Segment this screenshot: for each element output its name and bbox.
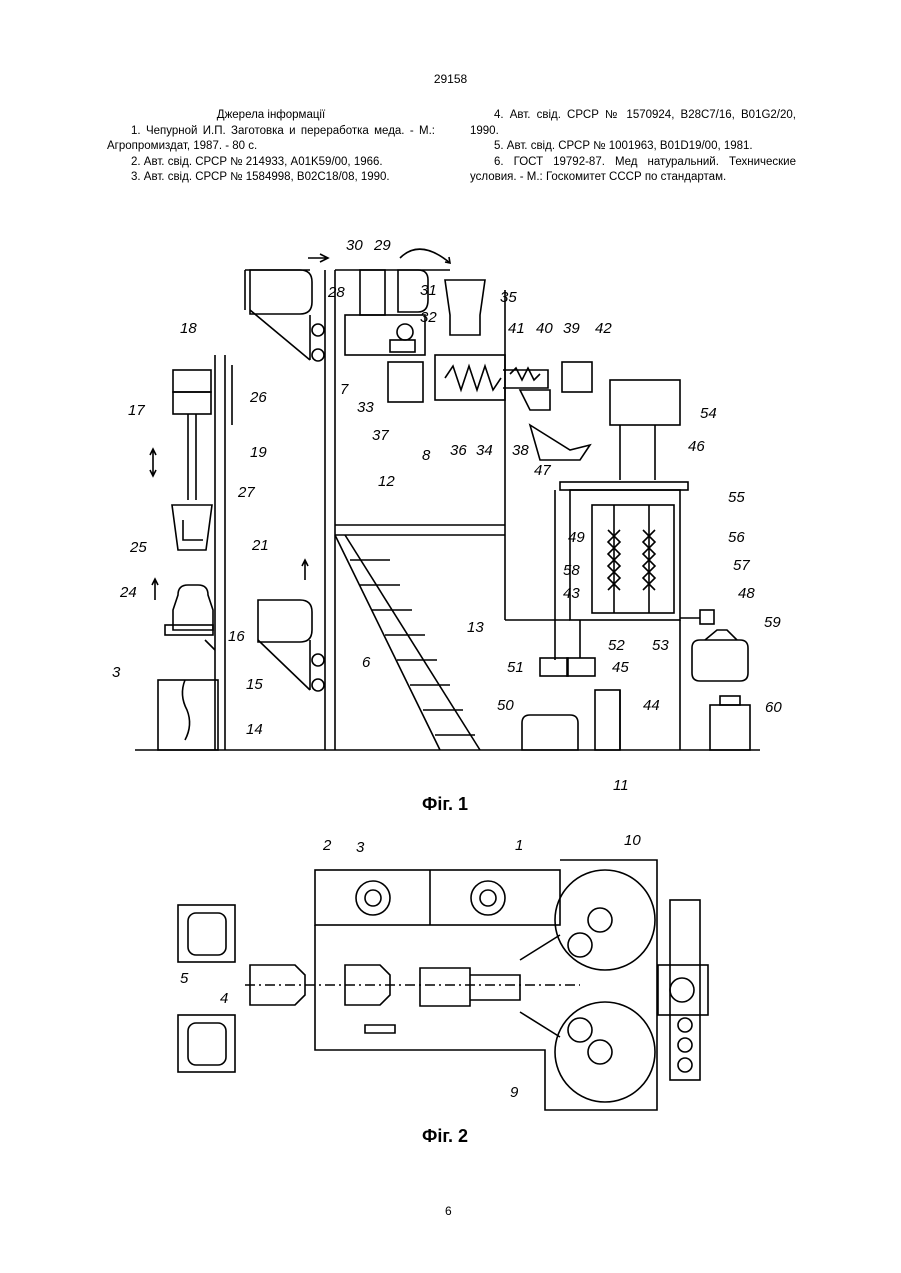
fig1-label: 6 bbox=[362, 654, 371, 671]
fig1-label: 49 bbox=[568, 529, 585, 546]
fig1-label: 60 bbox=[765, 699, 782, 716]
fig1-label: 43 bbox=[563, 585, 580, 602]
fig1-label: 11 bbox=[613, 777, 629, 794]
fig1-label: 54 bbox=[700, 405, 717, 422]
fig1-label: 12 bbox=[378, 473, 395, 490]
fig1-label: 31 bbox=[420, 282, 437, 299]
fig1-label: 26 bbox=[249, 389, 267, 406]
fig1-label: 28 bbox=[327, 284, 345, 301]
fig1-label: 14 bbox=[246, 721, 263, 738]
fig1-label: 15 bbox=[246, 676, 263, 693]
fig1-label: 41 bbox=[508, 320, 525, 337]
figure-1-drawing bbox=[135, 249, 760, 750]
fig1-label: 18 bbox=[180, 320, 197, 337]
fig1-label: 50 bbox=[497, 697, 514, 714]
fig1-label: 38 bbox=[512, 442, 529, 459]
fig1-label: 33 bbox=[357, 399, 374, 416]
fig2-label: 3 bbox=[356, 839, 365, 856]
fig2-label: 4 bbox=[220, 990, 228, 1007]
fig1-label: 3 bbox=[112, 664, 121, 681]
fig2-label: 10 bbox=[624, 832, 641, 849]
fig1-label: 27 bbox=[237, 484, 255, 501]
fig1-label: 13 bbox=[467, 619, 484, 636]
fig2-label: 1 bbox=[515, 837, 523, 854]
fig1-label: 17 bbox=[128, 402, 145, 419]
fig2-label: 5 bbox=[180, 970, 189, 987]
fig1-label: 48 bbox=[738, 585, 755, 602]
fig2-label: 2 bbox=[322, 837, 332, 854]
fig1-label: 24 bbox=[119, 584, 137, 601]
fig1-label: 57 bbox=[733, 557, 750, 574]
fig1-label: 21 bbox=[251, 537, 269, 554]
fig1-label: 59 bbox=[764, 614, 781, 631]
fig1-label: 39 bbox=[563, 320, 580, 337]
fig1-label: 19 bbox=[250, 444, 267, 461]
fig1-label: 53 bbox=[652, 637, 669, 654]
fig1-label: 7 bbox=[340, 381, 349, 398]
fig1-label: 56 bbox=[728, 529, 745, 546]
fig1-label: 51 bbox=[507, 659, 524, 676]
fig1-label: 25 bbox=[129, 539, 147, 556]
fig1-label: 35 bbox=[500, 289, 517, 306]
fig1-label: 30 bbox=[346, 237, 363, 254]
fig1-label: 29 bbox=[373, 237, 391, 254]
fig1-label: 37 bbox=[372, 427, 389, 444]
fig1-label: 32 bbox=[420, 309, 437, 326]
fig1-label: 55 bbox=[728, 489, 745, 506]
fig1-label: 34 bbox=[476, 442, 493, 459]
fig1-label: 52 bbox=[608, 637, 625, 654]
page-number-bottom: 6 bbox=[445, 1204, 452, 1218]
fig1-label: 45 bbox=[612, 659, 629, 676]
figure-2-drawing bbox=[178, 860, 708, 1110]
fig1-label: 40 bbox=[536, 320, 553, 337]
fig1-label: 36 bbox=[450, 442, 467, 459]
fig1-label: 44 bbox=[643, 697, 660, 714]
fig1-label: 46 bbox=[688, 438, 705, 455]
fig2-label: 9 bbox=[510, 1084, 519, 1101]
fig1-label: 47 bbox=[534, 462, 551, 479]
figure-1-caption: Фіг. 1 bbox=[422, 794, 468, 814]
fig1-label: 42 bbox=[595, 320, 612, 337]
fig1-label: 16 bbox=[228, 628, 245, 645]
figure-2-caption: Фіг. 2 bbox=[422, 1126, 468, 1146]
fig1-label: 58 bbox=[563, 562, 580, 579]
fig1-label: 8 bbox=[422, 447, 431, 464]
